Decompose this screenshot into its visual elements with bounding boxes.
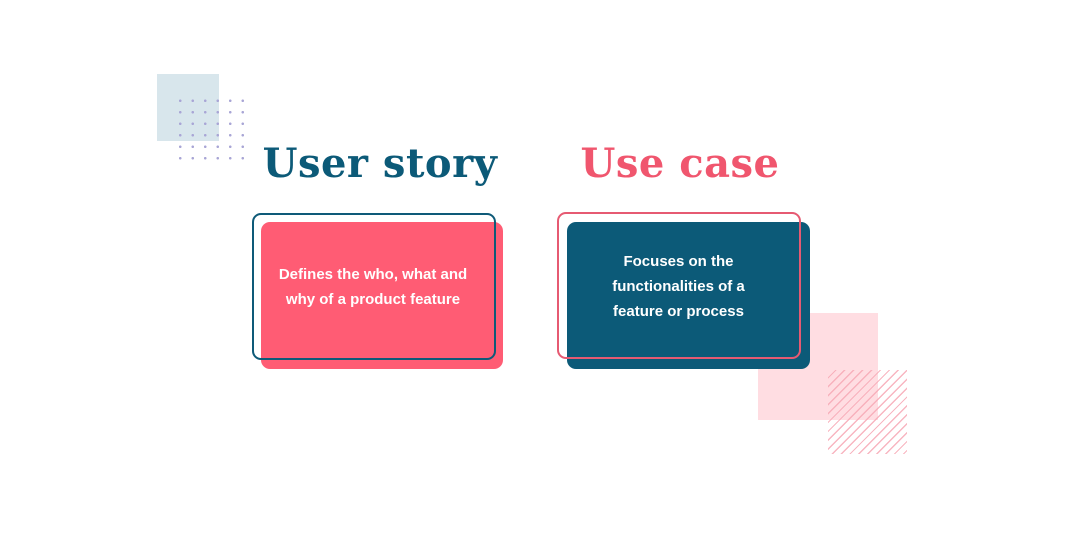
user-story-card-outline [252,213,496,360]
use-case-title: Use case [580,140,780,187]
decor-dot-grid [174,95,254,167]
use-case-card-outline [557,212,801,359]
use-case-card: Focuses on the functionalities of a feat… [567,222,810,369]
decor-hatch-pattern [828,370,907,454]
user-story-description: Defines the who, what and why of a produ… [278,265,468,308]
use-case-description: Focuses on the functionalities of a feat… [612,253,745,320]
user-story-title: User story [262,140,498,187]
user-story-card: Defines the who, what and why of a produ… [261,222,503,369]
